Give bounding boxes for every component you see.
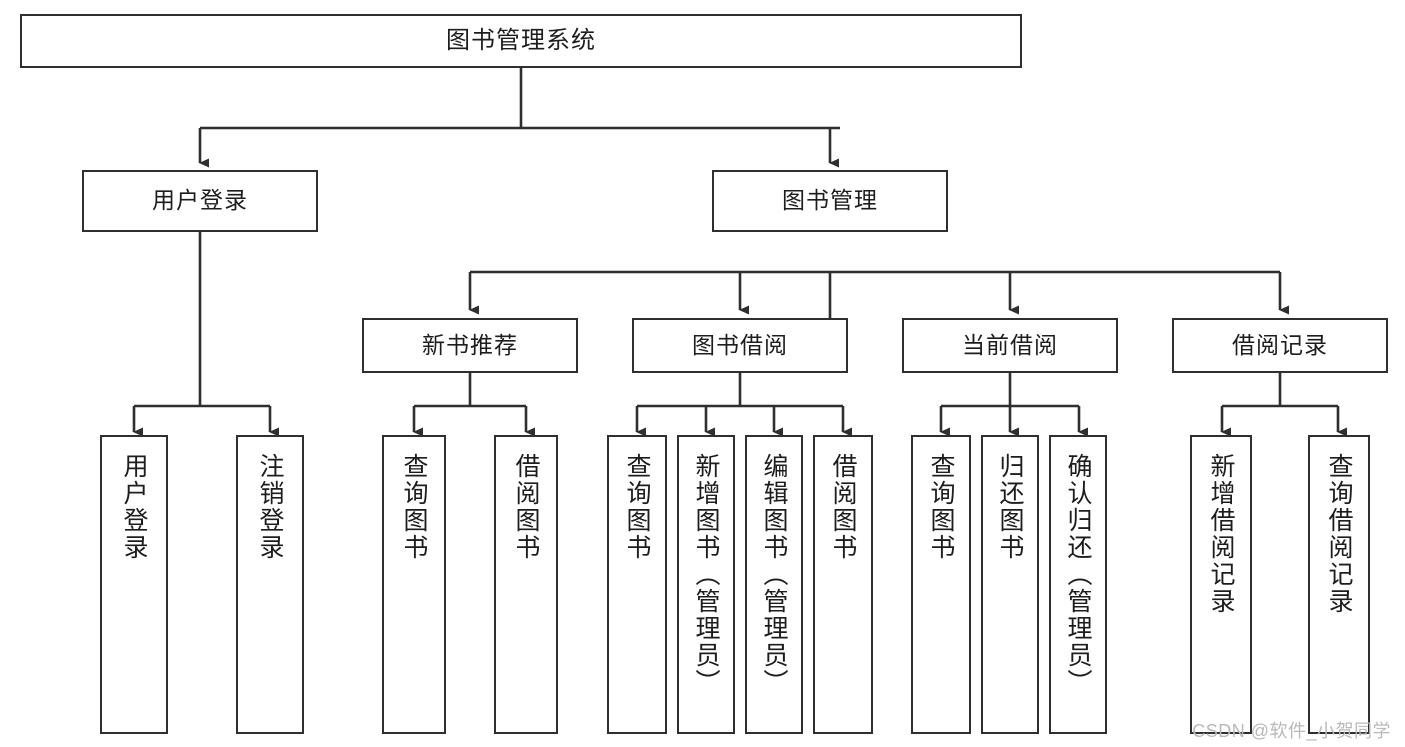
node-label: 借阅图书: [512, 453, 540, 561]
leaf-current-borrow-query-book[interactable]: 查询图书: [911, 435, 971, 734]
node-root-book-management-system[interactable]: 图书管理系统: [20, 14, 1022, 68]
node-user-login[interactable]: 用户登录: [82, 170, 318, 232]
node-current-borrow[interactable]: 当前借阅: [902, 318, 1118, 373]
leaf-book-borrow-query-book[interactable]: 查询图书: [607, 435, 667, 734]
leaf-book-borrow-add-book-admin[interactable]: 新增图书（管理员）: [677, 435, 735, 734]
leaf-book-borrow-edit-book-admin[interactable]: 编辑图书（管理员）: [745, 435, 803, 734]
node-book-management[interactable]: 图书管理: [712, 170, 948, 232]
node-label: 当前借阅: [962, 331, 1058, 358]
node-label: 新增图书（管理员）: [692, 453, 720, 696]
node-label: 查询图书: [927, 453, 955, 561]
node-book-borrow[interactable]: 图书借阅: [632, 318, 848, 373]
node-label: 图书管理系统: [446, 26, 596, 54]
node-label: 查询图书: [400, 453, 428, 561]
node-label: 注销登录: [256, 453, 284, 561]
node-label: 图书管理: [782, 187, 878, 214]
node-label: 新增借阅记录: [1207, 453, 1235, 615]
leaf-borrow-record-add-record[interactable]: 新增借阅记录: [1190, 435, 1252, 734]
node-borrow-record[interactable]: 借阅记录: [1172, 318, 1388, 373]
node-label: 确认归还（管理员）: [1064, 453, 1092, 696]
node-label: 新书推荐: [422, 331, 518, 358]
leaf-borrow-record-query-record[interactable]: 查询借阅记录: [1308, 435, 1370, 734]
node-label: 查询图书: [623, 453, 651, 561]
leaf-new-book-query-book[interactable]: 查询图书: [382, 435, 446, 734]
leaf-current-borrow-return-book[interactable]: 归还图书: [981, 435, 1039, 734]
leaf-book-borrow-borrow-book[interactable]: 借阅图书: [813, 435, 873, 734]
node-label: 查询借阅记录: [1325, 453, 1353, 615]
node-label: 编辑图书（管理员）: [760, 453, 788, 696]
node-label: 借阅图书: [829, 453, 857, 561]
leaf-current-borrow-confirm-return-admin[interactable]: 确认归还（管理员）: [1049, 435, 1107, 734]
node-label: 图书借阅: [692, 331, 788, 358]
csdn-watermark: CSDN @软件_小贺同学: [1192, 721, 1391, 741]
leaf-user-login-user-login[interactable]: 用户登录: [100, 435, 168, 734]
node-label: 借阅记录: [1232, 331, 1328, 358]
node-new-book-recommend[interactable]: 新书推荐: [362, 318, 578, 373]
leaf-user-login-logout[interactable]: 注销登录: [236, 435, 304, 734]
node-label: 用户登录: [120, 453, 148, 561]
node-label: 用户登录: [152, 187, 248, 214]
leaf-new-book-borrow-book[interactable]: 借阅图书: [494, 435, 558, 734]
node-label: 归还图书: [996, 453, 1024, 561]
